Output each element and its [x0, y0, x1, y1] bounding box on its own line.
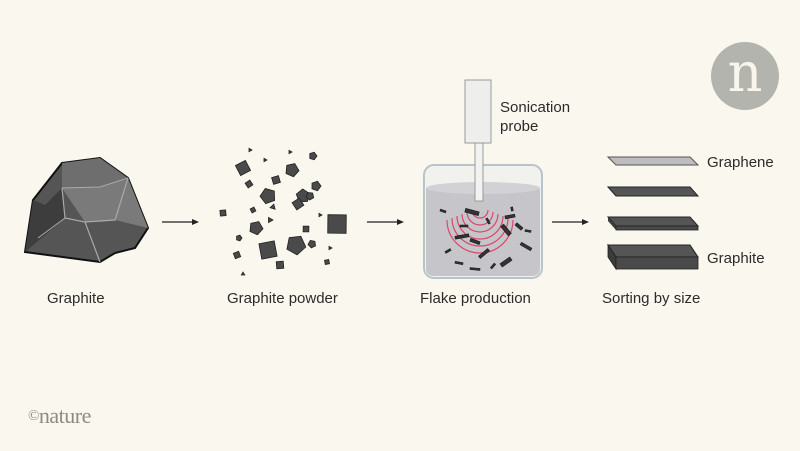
- powder-particle: [269, 203, 276, 210]
- graphite-label: Graphite: [707, 250, 765, 267]
- graphite-flake: [459, 224, 469, 228]
- graphite-flake: [489, 262, 497, 270]
- graphene-label: Graphene: [707, 154, 774, 171]
- logo-letter: n: [727, 41, 763, 104]
- graphite-flake: [469, 238, 481, 245]
- graphite-flake: [500, 223, 512, 237]
- powder-particle: [259, 188, 276, 205]
- sound-wave: [461, 213, 499, 233]
- graphite-flake: [519, 241, 533, 252]
- powder-particle: [288, 149, 293, 155]
- graphite-flake: [444, 248, 452, 254]
- powder-particle: [318, 212, 323, 218]
- powder-particle: [275, 260, 285, 270]
- arrow-icon: [367, 219, 404, 225]
- powder-particle: [286, 235, 307, 256]
- step-label-powder: Graphite powder: [227, 290, 338, 307]
- copyright-footer: ©nature: [28, 403, 91, 429]
- powder-particle: [236, 234, 243, 242]
- graphite-flake: [464, 207, 480, 217]
- graphite-flake: [469, 267, 481, 271]
- graphite-flake: [514, 222, 524, 231]
- powder-particle: [307, 239, 316, 249]
- graphite-powder-icon: [219, 147, 347, 276]
- powder-particle: [291, 197, 305, 211]
- graphite-flake: [454, 261, 464, 265]
- probe-label-line1: Sonication: [500, 99, 571, 116]
- probe-label-line2: probe: [500, 118, 539, 135]
- graphite-flake: [510, 206, 514, 212]
- powder-particle: [263, 157, 268, 163]
- powder-particle: [305, 192, 315, 201]
- nature-logo: n: [711, 42, 779, 110]
- powder-particle: [302, 225, 310, 233]
- arrow-icon: [162, 219, 199, 225]
- powder-particle: [285, 163, 300, 178]
- graphene-sheet-icon: [606, 156, 700, 166]
- powder-particle: [324, 259, 330, 265]
- thick-graphite-sheet-icon: [607, 243, 699, 271]
- powder-particle: [234, 159, 252, 177]
- graphite-rock-icon: [23, 156, 150, 264]
- step-label-sorting: Sorting by size: [602, 290, 701, 307]
- powder-particle: [248, 147, 253, 153]
- graphite-flake: [439, 208, 447, 214]
- powder-particle: [219, 209, 227, 217]
- graphite-flake: [499, 256, 513, 268]
- powder-particle: [271, 175, 281, 185]
- step-label-flake: Flake production: [420, 290, 531, 307]
- powder-particle: [311, 180, 322, 192]
- powder-particle: [244, 179, 254, 189]
- powder-particle: [240, 271, 246, 276]
- sound-wave: [456, 215, 504, 240]
- copyright-icon: ©: [28, 408, 39, 424]
- graphite-flake: [524, 229, 532, 233]
- powder-particle: [232, 250, 242, 260]
- graphite-flake: [504, 213, 516, 220]
- powder-particle: [249, 206, 257, 214]
- medium-graphite-sheet-icon: [606, 216, 700, 231]
- graphite-flake: [454, 233, 470, 240]
- arrow-icon: [552, 219, 589, 225]
- footer-brand: nature: [38, 403, 91, 428]
- sound-wave: [466, 211, 494, 226]
- thin-graphite-sheet-icon: [606, 186, 700, 197]
- powder-particle: [328, 245, 333, 251]
- powder-particle: [268, 216, 274, 224]
- graphite-flake: [485, 217, 491, 225]
- graphite-flake: [478, 248, 490, 259]
- sonication-probe-icon: [464, 79, 492, 202]
- powder-particle: [327, 214, 347, 234]
- step-label-graphite: Graphite: [47, 290, 105, 307]
- powder-particle: [258, 240, 278, 260]
- powder-particle: [309, 151, 318, 161]
- powder-particle: [249, 221, 264, 236]
